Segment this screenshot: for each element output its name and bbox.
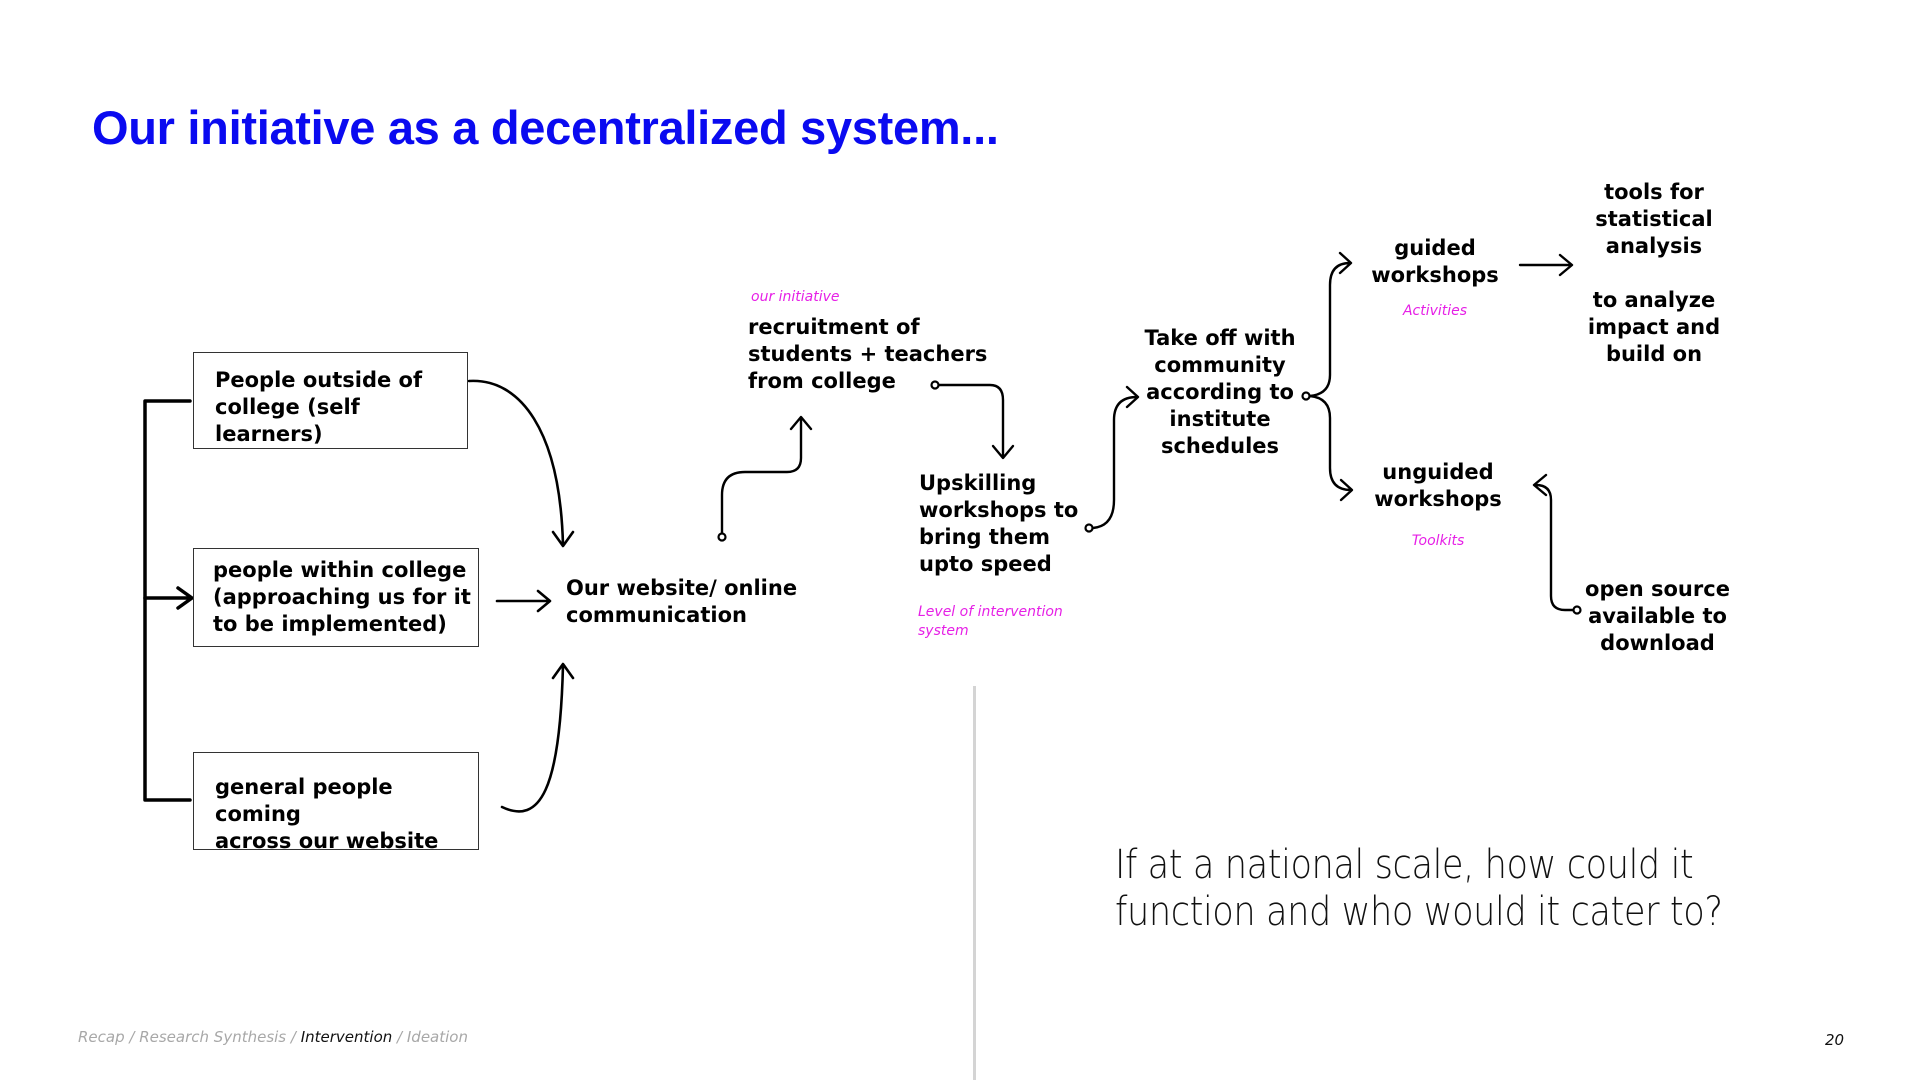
source-box-label: general people coming across our website	[215, 775, 439, 853]
takeoff-node: Take off with community according to ins…	[1144, 326, 1296, 458]
upskilling-to-takeoff-arrow	[1091, 385, 1140, 530]
upskilling-tag: Level of intervention system	[918, 604, 1063, 639]
guided-node: guided workshops	[1371, 236, 1499, 287]
source-box-general-people: general people coming across our website	[193, 752, 479, 853]
recruitment-tag: our initiative	[751, 289, 840, 305]
guided-to-tools-arrow	[1518, 253, 1574, 277]
takeoff-to-unguided-arrow	[1308, 394, 1354, 502]
upskilling-node: Upskilling workshops to bring them upto …	[919, 471, 1079, 576]
takeoff-to-guided-arrow	[1308, 251, 1353, 398]
source-box-self-learners: People outside of college (self learners…	[193, 352, 468, 449]
vertical-divider	[973, 686, 976, 1080]
tools-node: tools for statistical analysis to analyz…	[1587, 180, 1721, 366]
page-number: 20	[1825, 1031, 1845, 1049]
box2-to-website-arrow	[495, 589, 552, 613]
box3-to-website-arrow	[500, 662, 575, 813]
breadcrumb-item-ideation[interactable]: Ideation	[406, 1028, 468, 1046]
recruitment-to-upskilling-arrow	[937, 383, 1015, 460]
source-box-within-college: people within college (approaching us fo…	[193, 548, 479, 647]
slide-title: Our initiative as a decentralized system…	[92, 101, 999, 154]
bracket-to-box2-arrow	[143, 586, 194, 610]
connector-dot	[1084, 523, 1094, 533]
breadcrumb-item-recap[interactable]: Recap	[78, 1028, 125, 1046]
open-source-node: open source available to download	[1585, 577, 1730, 655]
unguided-node: unguided workshops	[1374, 460, 1502, 511]
recruitment-node: recruitment of students + teachers from …	[748, 315, 988, 393]
source-bracket-line	[143, 399, 192, 802]
breadcrumb-item-intervention[interactable]: Intervention	[300, 1028, 393, 1046]
opensource-to-unguided-arrow	[1532, 473, 1575, 612]
website-node: Our website/ online communication	[566, 576, 798, 627]
breadcrumb-item-research-synthesis[interactable]: Research Synthesis	[139, 1028, 287, 1046]
website-to-recruitment-arrow	[720, 415, 813, 535]
connector-dot	[717, 532, 727, 542]
source-box-label: people within college (approaching us fo…	[213, 558, 471, 636]
breadcrumb-separator: /	[124, 1028, 140, 1046]
breadcrumb-separator: /	[286, 1028, 301, 1046]
breadcrumb: Recap / Research Synthesis / Interventio…	[78, 1028, 468, 1046]
guiding-question: If at a national scale, how could it fun…	[1115, 842, 1723, 935]
connector-dot	[1301, 391, 1311, 401]
breadcrumb-separator: /	[392, 1028, 407, 1046]
unguided-tag: Toolkits	[1411, 533, 1465, 549]
box1-to-website-arrow	[467, 379, 575, 548]
guided-tag: Activities	[1402, 303, 1468, 319]
source-box-label: People outside of college (self learners…	[215, 368, 423, 446]
